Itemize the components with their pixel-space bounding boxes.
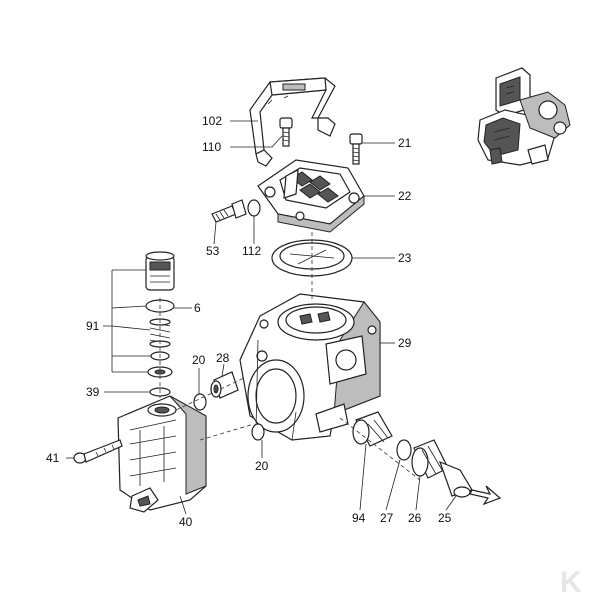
part-91-valve-assembly [145, 251, 175, 378]
flow-arrow [469, 485, 502, 506]
part-112-o-ring [247, 199, 261, 217]
label-26: 26 [408, 511, 422, 525]
part-41-bolt [73, 439, 123, 464]
label-39: 39 [86, 385, 100, 399]
assembly-axes [159, 232, 421, 481]
part-102-bracket [249, 77, 336, 167]
label-28: 28 [216, 351, 230, 365]
part-29-pump-body [239, 293, 381, 441]
part-40-valve-housing [117, 395, 207, 513]
label-53: 53 [206, 244, 220, 258]
label-25: 25 [438, 511, 452, 525]
label-112: 112 [242, 244, 261, 258]
part-labels: 102 110 21 22 53 112 23 6 91 20 28 29 39… [46, 114, 452, 529]
part-26-nut [411, 439, 449, 479]
watermark-letter: K [560, 566, 582, 599]
leader-lines [66, 120, 457, 515]
label-27: 27 [380, 511, 394, 525]
label-21: 21 [398, 136, 412, 150]
part-28-sleeve [210, 371, 239, 399]
part-20-o-ring-upper [193, 393, 207, 411]
label-29: 29 [398, 336, 412, 350]
assembled-pump-thumbnail [477, 67, 571, 166]
part-22-valve-cover [257, 159, 365, 233]
label-91: 91 [86, 319, 100, 333]
label-20-lower: 20 [255, 459, 269, 473]
label-110: 110 [202, 140, 221, 154]
label-22: 22 [398, 189, 412, 203]
label-41: 41 [46, 451, 60, 465]
label-102: 102 [202, 114, 222, 128]
brand-watermark-logo: K [560, 566, 582, 599]
label-6: 6 [194, 301, 201, 315]
label-94: 94 [352, 511, 366, 525]
part-20-o-ring-lower [251, 423, 265, 441]
part-53-fitting [211, 199, 247, 223]
part-25-hose-connector [438, 460, 473, 498]
label-40: 40 [179, 515, 193, 529]
part-110-screw [279, 117, 293, 147]
part-27-o-ring [396, 439, 412, 461]
label-20-upper: 20 [192, 353, 206, 367]
part-21-screw [349, 133, 363, 165]
label-23: 23 [398, 251, 412, 265]
part-94-nipple [352, 411, 393, 447]
